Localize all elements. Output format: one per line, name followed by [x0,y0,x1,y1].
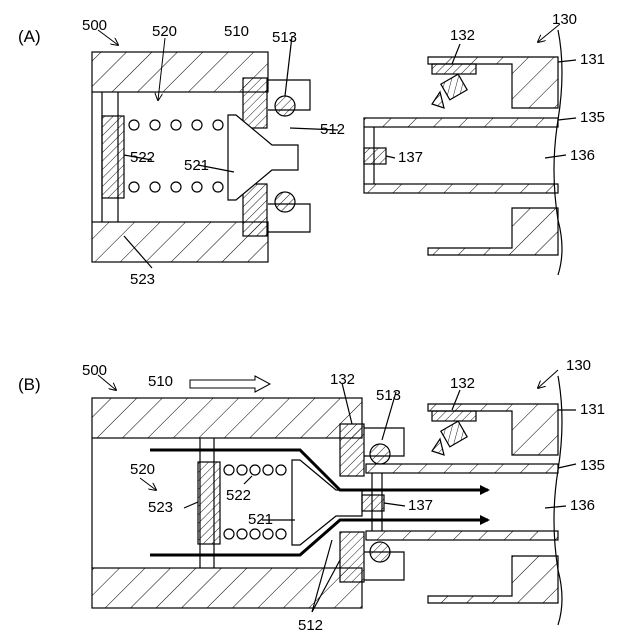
tube-135-bottom [364,184,558,193]
ball-513-bottom-b [370,542,390,562]
tube-135-top-b [366,464,558,473]
label-510: 510 [224,23,249,40]
panel-a [92,30,576,275]
spring-522-bottom-b [224,529,286,539]
label-137-b: 137 [408,497,433,514]
label-523: 523 [130,271,155,288]
ball-513-bottom [275,192,295,212]
movement-arrow [190,376,270,392]
label-513: 513 [272,29,297,46]
sensor-mount-132-b [432,411,476,421]
camera-icon-b [432,421,467,455]
label-130: 130 [552,11,577,28]
label-136: 136 [570,147,595,164]
ball-513-top [275,96,295,116]
label-521: 521 [184,157,209,174]
label-136-b: 136 [570,497,595,514]
label-132-a-b: 132 [330,371,355,388]
label-132-b-b: 132 [450,375,475,392]
label-512-b: 512 [298,617,323,634]
label-132: 132 [450,27,475,44]
tube-135-top [364,118,558,127]
panel-b-caption: (B) [18,375,41,394]
label-512: 512 [320,121,345,138]
camera-icon [432,74,467,108]
housing-bottom-wall [92,222,268,262]
housing-bottom-wall-b [92,568,362,608]
spring-522-bottom [129,182,223,192]
receptacle-131-bottom-b [428,556,558,603]
label-500-b: 500 [82,362,107,379]
ball-513-top-b [370,444,390,464]
receptacle-131-bottom [428,208,558,255]
spring-522-top [129,120,223,130]
label-510-b: 510 [148,373,173,390]
spring-522-top-b [224,465,286,475]
label-513-b: 513 [376,387,401,404]
tube-135-bottom-b [366,531,558,540]
sensor-mount-132 [432,64,476,74]
label-137: 137 [398,149,423,166]
valve-137 [364,148,386,164]
label-500: 500 [82,17,107,34]
panel-a-caption: (A) [18,27,41,46]
label-135: 135 [580,109,605,126]
seal-512-top-b [340,424,364,476]
seal-512-top [243,78,267,128]
seal-512-bottom-b [340,532,364,582]
housing-top-wall [92,52,268,92]
label-522: 522 [130,149,155,166]
label-135-b: 135 [580,457,605,474]
label-523-b: 523 [148,499,173,516]
label-130-b: 130 [566,357,591,374]
piston-plate-523 [102,116,124,198]
label-131: 131 [580,51,605,68]
label-520-b: 520 [130,461,155,478]
housing-top-wall-b [92,398,362,438]
valve-137-b [362,495,384,511]
label-520: 520 [152,23,177,40]
label-522-b: 522 [226,487,251,504]
label-131-b: 131 [580,401,605,418]
piston-plate-523-b [198,462,220,544]
label-521-b: 521 [248,511,273,528]
